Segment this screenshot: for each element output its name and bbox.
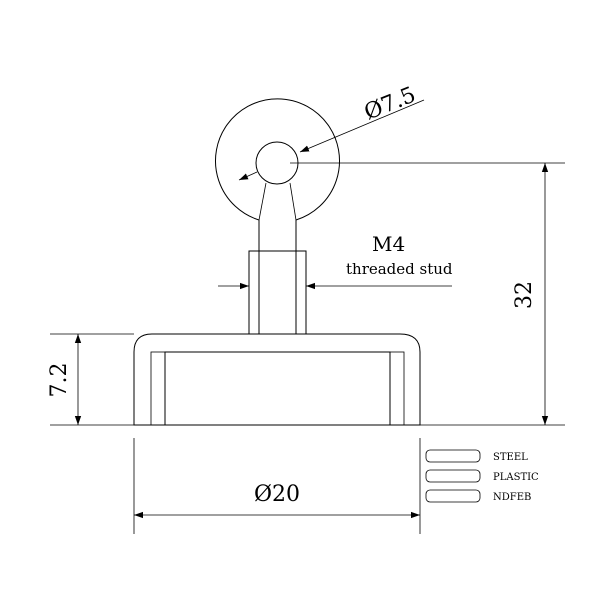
- base-height-dimension: 7.2: [47, 333, 134, 426]
- plastic-ring: [150, 351, 405, 426]
- threaded-stud: [248, 250, 307, 335]
- eye-diameter-label: Ø7.5: [361, 83, 420, 126]
- legend-item-steel: STEEL: [425, 449, 528, 463]
- eye-bolt: [215, 98, 340, 251]
- legend-item-plastic: PLASTIC: [425, 469, 539, 483]
- material-legend: STEEL PLASTIC NDFEB: [425, 449, 539, 503]
- thread-note-label: threaded stud: [346, 260, 453, 278]
- legend-label-plastic: PLASTIC: [493, 472, 539, 483]
- base-height-label: 7.2: [47, 363, 72, 398]
- height-dimension: 32: [290, 162, 565, 426]
- steel-cup: [133, 333, 421, 426]
- legend-item-ndfeb: NDFEB: [425, 489, 531, 503]
- thread-size-label: M4: [372, 232, 405, 256]
- ndfeb-core: [164, 351, 391, 426]
- base-diameter-label: Ø20: [254, 482, 300, 507]
- legend-label-steel: STEEL: [493, 452, 528, 463]
- height-label: 32: [512, 281, 537, 309]
- thread-dimension: M4 threaded stud: [218, 232, 453, 290]
- base-diameter-dimension: Ø20: [133, 438, 421, 534]
- legend-label-ndfeb: NDFEB: [493, 492, 531, 503]
